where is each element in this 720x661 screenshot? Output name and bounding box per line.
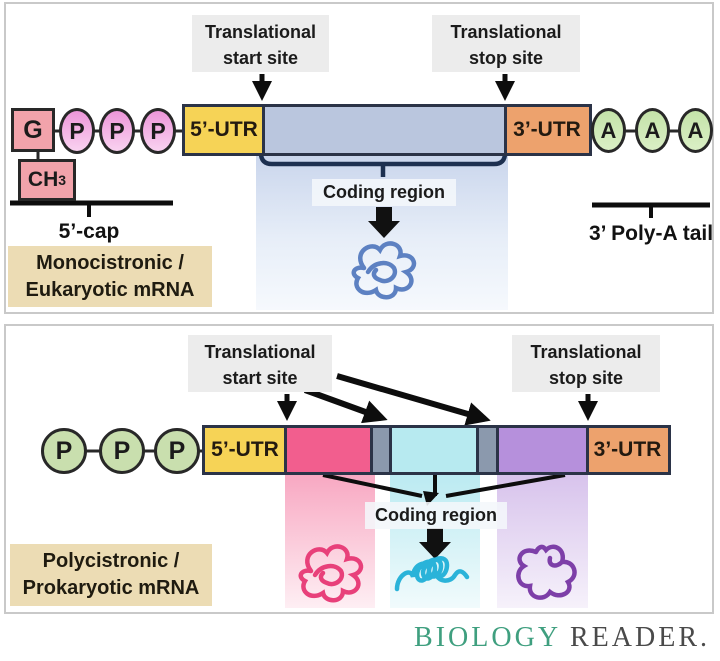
type-line1: Polycistronic / [42,550,180,572]
utr3-segment: 3’-UTR [505,107,589,153]
brand-logo: BIOLOGY READER. [414,622,710,654]
cistron1-segment [285,428,371,472]
coding-region-label: Coding region [365,502,507,529]
mrna-type-label: Monocistronic / Eukaryotic mRNA [8,246,212,307]
adenine-node: A [591,108,626,153]
adenine-node: A [678,108,713,153]
utr3-text: 3’-UTR [513,118,581,141]
start-site-line1: Translational [204,22,317,42]
cistron2-highlight [390,472,480,608]
stop-site-label: Translational stop site [512,335,660,392]
stop-site-line1: Translational [530,342,642,362]
guanine-letter: G [23,115,43,144]
phosphate-letter: P [168,436,186,465]
stop-site-line1: Translational [450,22,562,42]
type-line2: Eukaryotic mRNA [25,278,195,301]
cistron2-segment [390,428,477,472]
adenine-letter: A [644,117,661,143]
spacer-segment [371,428,390,472]
spacer-segment [477,428,497,472]
start-site-label: Translational start site [188,335,332,392]
utr3-segment: 3’-UTR [587,428,668,472]
phosphate-letter: P [55,436,73,465]
utr5-text: 5’-UTR [190,118,258,141]
methyl-subscript: 3 [58,172,67,188]
segment-divider [284,428,287,472]
start-site-line2: start site [222,368,298,389]
type-line2: Prokaryotic mRNA [22,577,200,599]
stop-site-label: Translational stop site [432,15,580,72]
segment-divider [476,428,479,472]
phosphate-node: P [99,108,135,154]
methyl-letters: CH [27,168,59,191]
segment-divider [586,428,589,472]
monocistronic-panel: Translational start site Translational s… [4,2,714,314]
coding-segment [263,107,505,153]
utr5-text: 5’-UTR [211,438,279,461]
type-line1: Monocistronic / [36,251,184,274]
adenine-letter: A [687,117,704,143]
phosphate-node: P [99,428,145,474]
phosphate-letter: P [109,117,125,144]
segment-divider [504,107,507,153]
phosphate-node: P [140,108,176,154]
brand-biology: BIOLOGY [414,622,560,653]
stop-site-line2: stop site [548,368,623,389]
utr5-segment: 5’-UTR [185,107,263,153]
start-site-line2: start site [222,48,299,69]
start-site-arrow-2 [303,387,388,424]
cap-caption: 5’-cap [58,220,120,243]
mrna-type-label: Polycistronic / Prokaryotic mRNA [10,544,212,606]
mrna-bar: 5’-UTR 3’-UTR [182,104,592,156]
segment-divider [389,428,392,472]
brand-reader: READER. [570,622,710,653]
start-site-line1: Translational [204,342,316,362]
polycistronic-panel: Translational start site Translational s… [4,324,714,614]
segment-divider [496,428,499,472]
utr3-text: 3’-UTR [593,438,662,461]
stop-site-line2: stop site [468,48,543,69]
cistron3-segment [497,428,587,472]
start-site-arrow-3 [336,373,491,426]
phosphate-letter: P [113,436,131,465]
segment-divider [370,428,373,472]
phosphate-node: P [154,428,200,474]
utr5-segment: 5’-UTR [205,428,285,472]
start-site-label: Translational start site [192,15,329,72]
phosphate-node: P [41,428,87,474]
cistron1-highlight [285,472,375,608]
phosphate-letter: P [150,117,166,144]
coding-region-highlight [256,153,508,310]
phosphate-node: P [59,108,95,154]
guanine-node: G [11,108,55,152]
mrna-bar: 5’-UTR 3’-UTR [202,425,671,475]
adenine-letter: A [600,117,617,143]
polya-caption: 3’ Poly-A tail [588,222,714,245]
coding-region-label: Coding region [312,179,456,206]
phosphate-letter: P [69,117,85,144]
segment-divider [262,107,265,153]
cistron3-highlight [497,472,588,608]
adenine-node: A [635,108,670,153]
